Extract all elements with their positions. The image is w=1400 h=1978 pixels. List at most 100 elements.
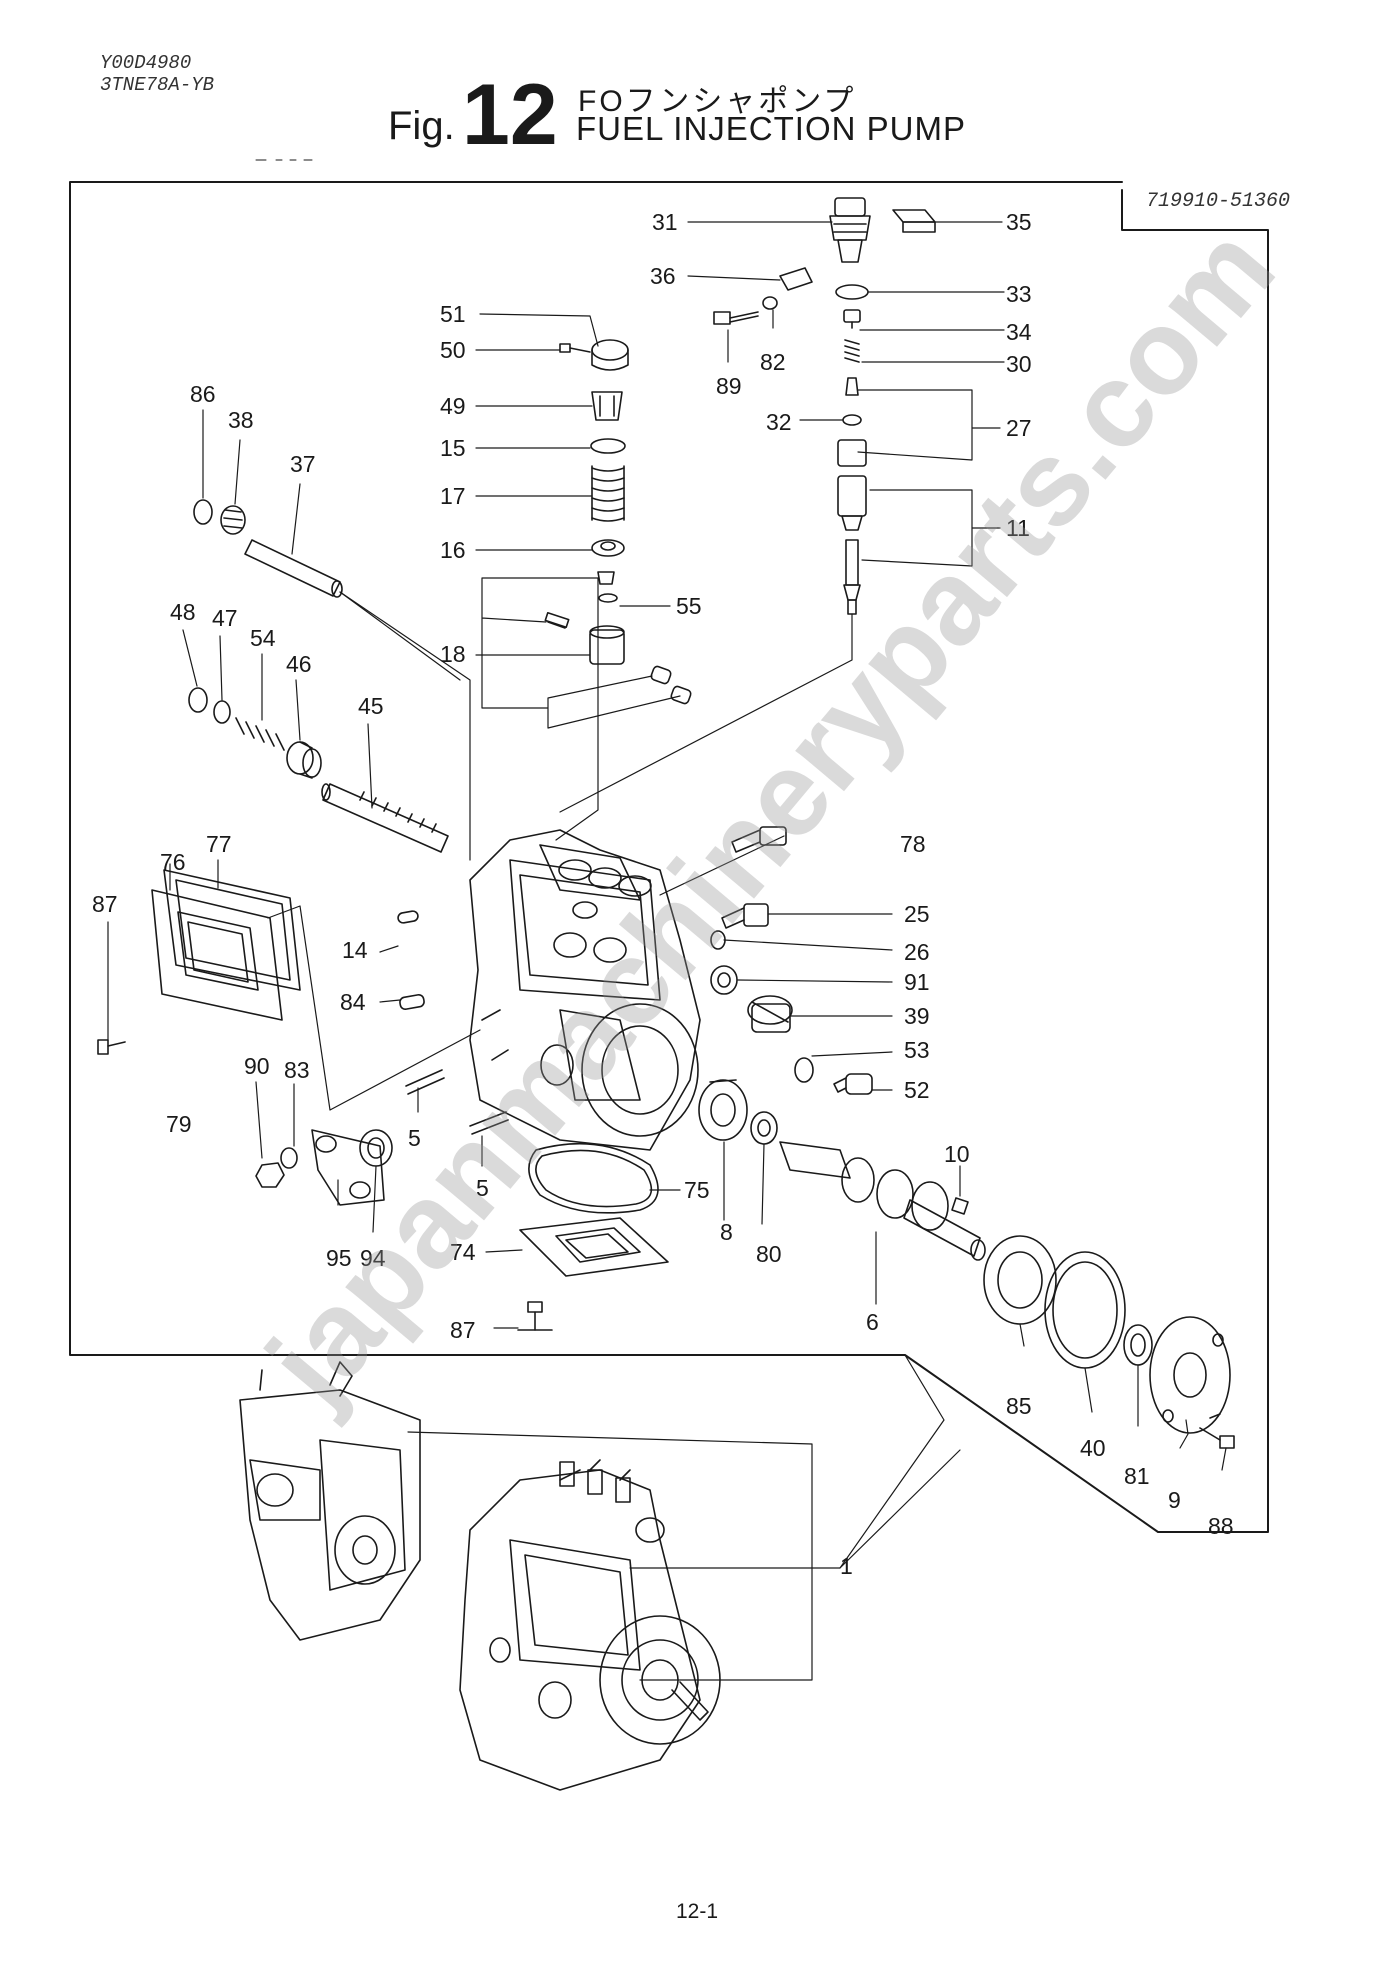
callout-5: 5 (408, 1125, 421, 1151)
screw-87-bottom (517, 1301, 553, 1331)
circlip-48 (188, 687, 208, 713)
callout-51: 51 (440, 301, 466, 327)
screw-88 (1199, 1413, 1235, 1449)
callout-45: 45 (358, 693, 384, 719)
clamp-51 (591, 339, 629, 371)
bearing-8 (698, 1079, 748, 1141)
callout-80: 80 (756, 1241, 782, 1267)
callout-30: 30 (1006, 351, 1032, 377)
bolt-89 (713, 311, 759, 325)
spring-seat-15 (590, 438, 626, 454)
callout-34: 34 (1006, 319, 1032, 345)
pin-84 (399, 993, 425, 1011)
spring-seat-34 (843, 309, 861, 329)
valve-spring-30 (844, 339, 860, 363)
title-japanese: FOフンシャポンプ (578, 85, 857, 118)
callout-27: 27 (1006, 415, 1032, 441)
callout-40: 40 (1080, 1435, 1106, 1461)
engine-model: 3TNE78A-YB (100, 74, 215, 96)
oil-seal-94 (359, 1129, 393, 1167)
holder-stopper-plate (892, 209, 936, 233)
callout-55: 55 (676, 593, 702, 619)
callout-78: 78 (900, 831, 926, 857)
callout-31: 31 (652, 209, 678, 235)
callout-14: 14 (342, 937, 368, 963)
plunger-barrel-11 (837, 475, 867, 615)
gasket-40 (1044, 1251, 1126, 1369)
nut-90 (255, 1162, 285, 1188)
washer-83 (280, 1147, 298, 1169)
callout-49: 49 (440, 393, 466, 419)
page-number: 12-1 (676, 1900, 719, 1923)
callout-83: 83 (284, 1057, 310, 1083)
callout-11: 11 (1006, 515, 1030, 541)
callout-79: 79 (166, 1111, 192, 1137)
screw-87-side (97, 1039, 126, 1055)
callout-87: 87 (92, 891, 118, 917)
tube-37 (244, 539, 343, 598)
callout-81: 81 (1124, 1463, 1150, 1489)
washer-91 (710, 965, 738, 995)
pin-14 (397, 910, 419, 924)
callout-33: 33 (1006, 281, 1032, 307)
document-code: Y00D4980 (100, 52, 192, 74)
callout-39: 39 (904, 1003, 930, 1029)
o-ring-75 (528, 1142, 659, 1214)
callout-10: 10 (944, 1141, 970, 1167)
delivery-valve-holder (829, 197, 871, 263)
callout-16: 16 (440, 537, 466, 563)
callout-77: 77 (206, 831, 232, 857)
assembled-pump (239, 1361, 721, 1791)
spring-54 (235, 717, 285, 751)
gasket-77 (163, 869, 301, 991)
bush-38 (220, 505, 246, 535)
tappet-18 (544, 571, 692, 705)
callout-48: 48 (170, 599, 196, 625)
callout-1: 1 (840, 1553, 853, 1579)
callout-52: 52 (904, 1077, 930, 1103)
gasket-74 (519, 1217, 669, 1277)
cover-95 (311, 1129, 385, 1206)
o-ring-33 (835, 284, 869, 300)
plug-39 (747, 995, 793, 1033)
diagram-frame (69, 181, 1269, 1533)
callout-91: 91 (904, 969, 930, 995)
callout-82: 82 (760, 349, 786, 375)
bush-46 (286, 741, 322, 779)
callout-5: 5 (476, 1175, 489, 1201)
callout-37: 37 (290, 451, 316, 477)
plunger-spring-17 (591, 465, 625, 522)
callout-87: 87 (450, 1317, 476, 1343)
camshaft-6 (779, 1141, 986, 1261)
callout-9: 9 (1168, 1487, 1181, 1513)
o-ring-86 (193, 499, 213, 525)
stud-5-upper (405, 1069, 445, 1095)
screw-50 (559, 343, 591, 353)
stopper-plate-lower (779, 267, 813, 291)
plug-52 (833, 1073, 873, 1095)
callout-36: 36 (650, 263, 676, 289)
key-10 (951, 1197, 969, 1215)
control-sleeve-49 (591, 391, 623, 421)
callout-90: 90 (244, 1053, 270, 1079)
callout-46: 46 (286, 651, 312, 677)
callout-47: 47 (212, 605, 238, 631)
callout-26: 26 (904, 939, 930, 965)
stud-5-lower (469, 1111, 509, 1135)
spring-seat-16 (591, 539, 625, 557)
o-ring-53 (794, 1057, 814, 1083)
callout-75: 75 (684, 1177, 710, 1203)
pump-housing (469, 829, 701, 1151)
washer-47 (213, 700, 231, 724)
callout-25: 25 (904, 901, 930, 927)
title-english: FUEL INJECTION PUMP (576, 110, 966, 147)
plug-25 (721, 903, 769, 929)
callout-50: 50 (440, 337, 466, 363)
bolt-78 (731, 826, 787, 853)
callout-85: 85 (1006, 1393, 1032, 1419)
callout-95: 95 (326, 1245, 352, 1271)
ring-81 (1123, 1324, 1153, 1366)
callout-84: 84 (340, 989, 366, 1015)
